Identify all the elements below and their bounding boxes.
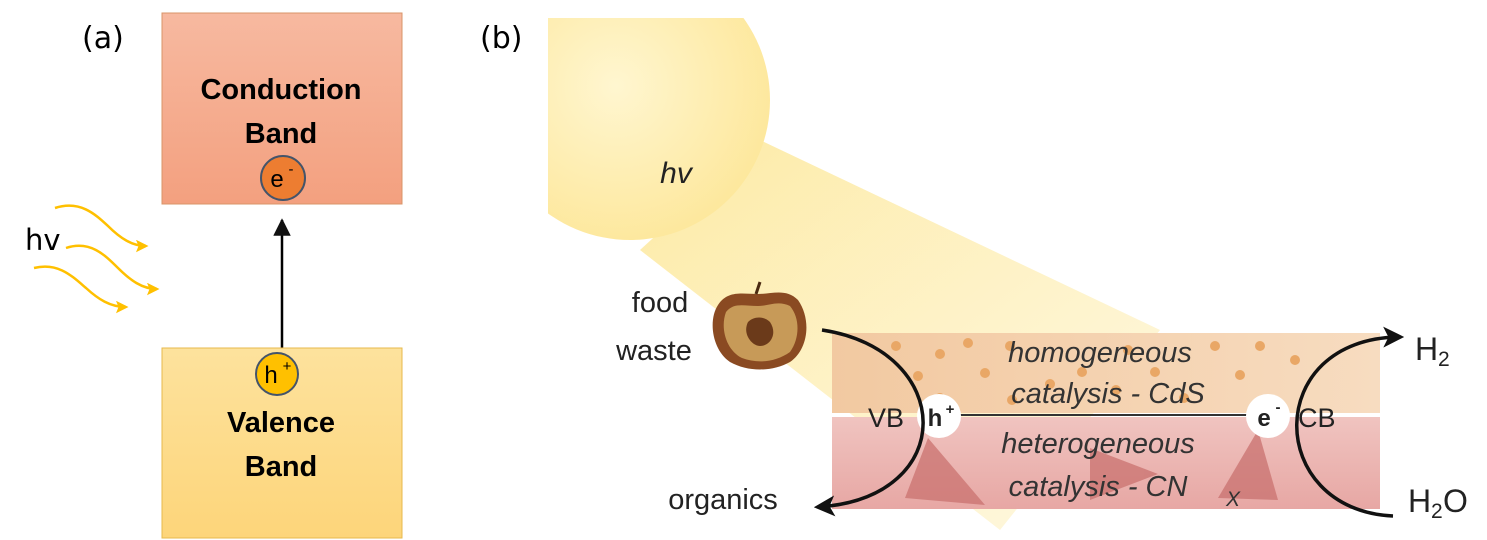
sun-icon	[548, 18, 770, 240]
hole-symbol: h	[264, 362, 277, 389]
oxidation-arrow	[813, 328, 925, 517]
sun-label: hv	[660, 157, 694, 190]
conduction-band-label-line1: Conduction	[200, 74, 361, 106]
panel-a-label: (a)	[82, 21, 124, 56]
heterogeneous-label-line1: heterogeneous	[1001, 428, 1195, 460]
electron-symbol: e	[270, 166, 283, 193]
panel-b-label: (b)	[480, 21, 522, 56]
food-waste-label-line2: waste	[615, 335, 692, 367]
electron-charge: -	[289, 161, 294, 178]
electron-symbol-b: e	[1257, 405, 1270, 432]
photon-wave-arrow-1	[54, 204, 149, 253]
electron-icon-b	[1246, 394, 1290, 438]
panel-a: (a) Conduction Band e - h + Valence Band…	[25, 12, 403, 539]
organics-label: organics	[668, 484, 778, 516]
hole-charge-b: +	[946, 401, 955, 418]
panel-b: (b) hv homogeneous catalysis - C	[480, 18, 1468, 530]
electron-icon	[260, 155, 306, 201]
hole-charge: +	[283, 358, 292, 375]
cnx-particles	[905, 430, 1278, 505]
food-waste-label-line1: food	[632, 287, 688, 319]
conduction-band-label-line2: Band	[245, 118, 318, 150]
hole-symbol-b: h	[928, 405, 943, 432]
vb-label: VB	[868, 403, 904, 433]
cds-particles	[891, 338, 1300, 405]
h2-subscript: 2	[1438, 348, 1450, 371]
homogeneous-label-line1: homogeneous	[1008, 337, 1192, 369]
reduction-arrow	[1295, 326, 1405, 518]
heterogeneous-label-subscript: X	[1225, 488, 1241, 511]
cb-label: CB	[1298, 403, 1336, 433]
h2o-oxygen: O	[1443, 483, 1468, 519]
photon-wave-arrow-3	[33, 265, 129, 314]
h2o-label: H	[1408, 483, 1431, 519]
apple-core-icon	[712, 281, 807, 370]
photon-wave-arrow-2	[65, 244, 160, 296]
electron-charge-b: -	[1276, 399, 1281, 416]
heterogeneous-label-line2: catalysis - CN	[1009, 471, 1188, 503]
valence-band-label-line2: Band	[245, 451, 318, 483]
homogeneous-band	[832, 333, 1380, 413]
homogeneous-label-line2: catalysis - CdS	[1011, 378, 1205, 410]
hole-icon	[255, 352, 299, 396]
photon-label: hv	[25, 223, 61, 257]
h2o-subscript: 2	[1431, 500, 1443, 523]
h2-label: H	[1415, 331, 1438, 367]
valence-band-label-line1: Valence	[227, 407, 335, 439]
hole-icon-b	[917, 394, 961, 438]
